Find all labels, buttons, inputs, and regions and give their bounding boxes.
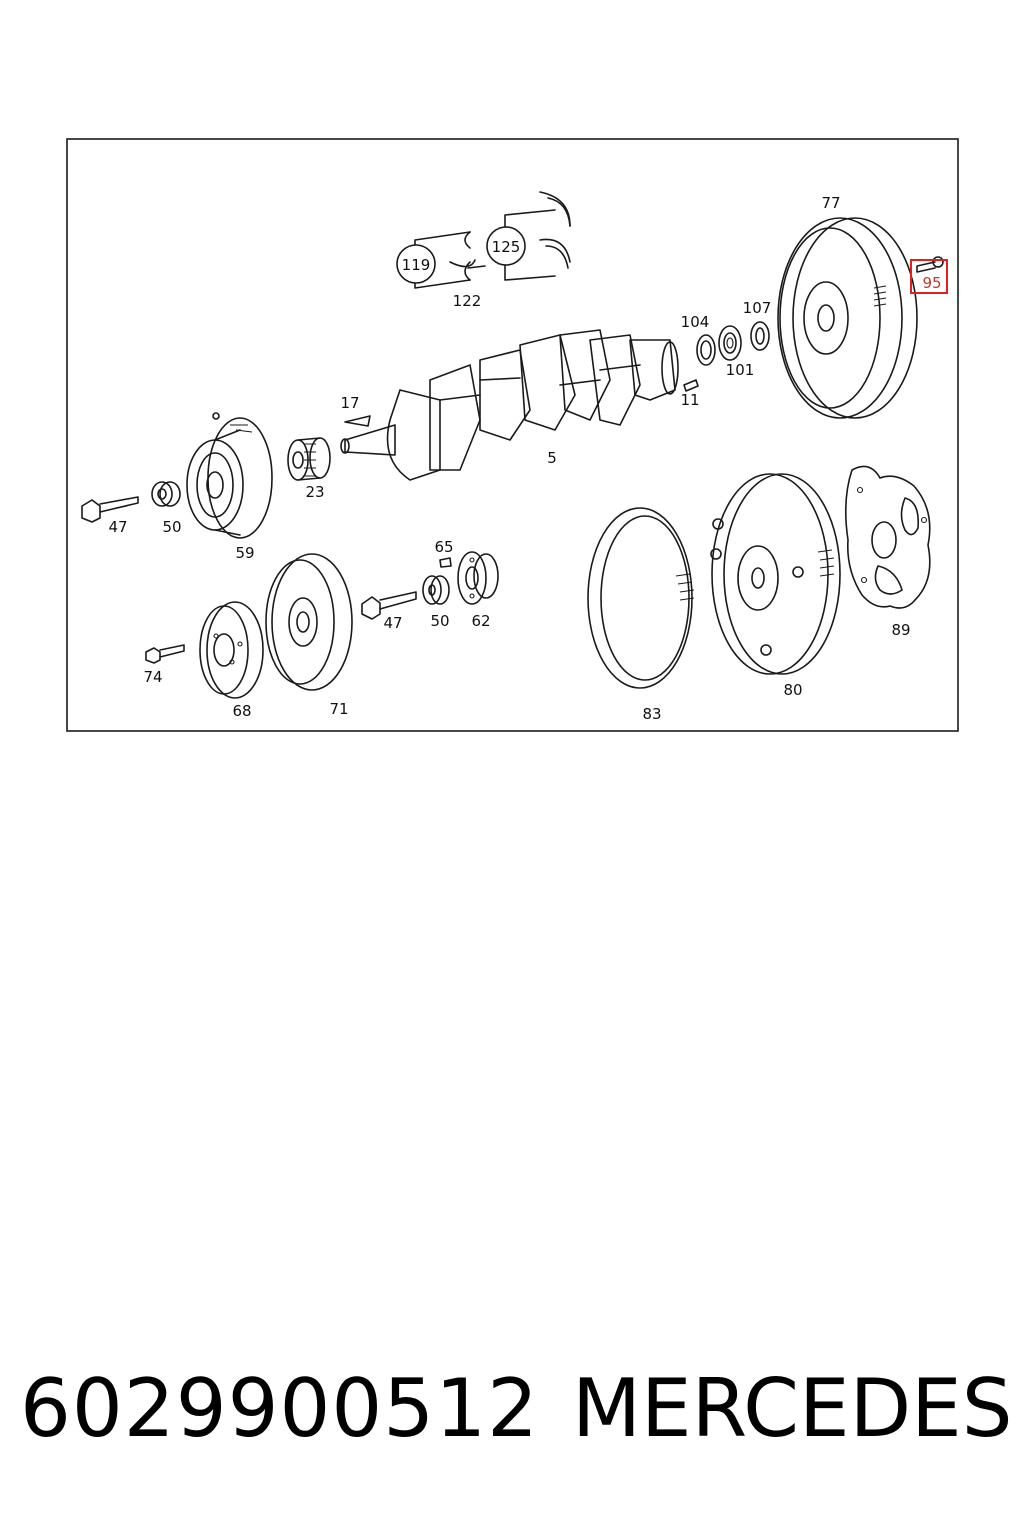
- label-47-bottom: 47: [383, 614, 402, 632]
- label-89: 89: [891, 621, 910, 639]
- label-47-top: 47: [108, 518, 127, 536]
- pin-65-icon[interactable]: [439, 557, 452, 568]
- brand-name: MERCEDES: [572, 1362, 1013, 1455]
- part-95[interactable]: 95: [910, 256, 948, 294]
- label-62: 62: [471, 612, 490, 630]
- label-125: 125: [492, 238, 521, 256]
- label-59: 59: [235, 544, 254, 562]
- damper-71-icon[interactable]: [265, 553, 353, 691]
- label-107: 107: [743, 299, 772, 317]
- part-number: 6029900512: [20, 1362, 539, 1455]
- label-95: 95: [922, 274, 941, 292]
- pulley-59-icon[interactable]: [186, 412, 273, 539]
- bolt-47-bottom-icon[interactable]: [361, 591, 417, 620]
- caption-bar: 6029900512 MERCEDES: [0, 1362, 1024, 1472]
- ring-107-icon[interactable]: [750, 321, 770, 351]
- label-50-top: 50: [162, 518, 181, 536]
- washer-50-top-icon[interactable]: [151, 481, 181, 507]
- label-104: 104: [681, 313, 710, 331]
- bolt-74-icon[interactable]: [145, 644, 185, 664]
- label-77: 77: [821, 194, 840, 212]
- ring-gear-83-icon[interactable]: [587, 507, 695, 689]
- label-65: 65: [434, 538, 453, 556]
- washer-50-bottom-icon[interactable]: [422, 575, 450, 605]
- bearing-shells-icon: [414, 191, 571, 289]
- flexplate-80-icon[interactable]: [710, 473, 841, 675]
- label-74: 74: [143, 668, 162, 686]
- hub-62-icon[interactable]: [457, 551, 499, 605]
- timing-gear-icon[interactable]: [287, 437, 331, 481]
- label-23: 23: [305, 483, 324, 501]
- part-125[interactable]: 125: [486, 226, 526, 266]
- label-5: 5: [547, 449, 557, 467]
- label-119: 119: [402, 256, 431, 274]
- label-101: 101: [726, 361, 755, 379]
- parts-diagram: 119 125 122 5 17 23 104: [66, 138, 959, 732]
- crankshaft-icon[interactable]: [340, 329, 679, 481]
- bearing-101-icon[interactable]: [718, 325, 742, 361]
- label-83: 83: [642, 705, 661, 723]
- dowel-pin-icon[interactable]: [683, 379, 699, 392]
- part-119[interactable]: 119: [396, 244, 436, 284]
- bolt-47-top-icon[interactable]: [81, 496, 139, 523]
- label-50-bottom: 50: [430, 612, 449, 630]
- diagram-frame: [66, 138, 959, 732]
- seal-104-icon[interactable]: [696, 334, 716, 366]
- label-122: 122: [453, 292, 482, 310]
- label-71: 71: [329, 700, 348, 718]
- pulley-68-icon[interactable]: [199, 601, 264, 699]
- label-68: 68: [232, 702, 251, 720]
- woodruff-key-icon[interactable]: [344, 415, 371, 427]
- highlight-box: [910, 259, 948, 294]
- label-17: 17: [340, 394, 359, 412]
- label-11: 11: [680, 391, 699, 409]
- flywheel-icon[interactable]: [777, 217, 918, 419]
- label-80: 80: [783, 681, 802, 699]
- adapter-plate-89-icon[interactable]: [844, 465, 931, 609]
